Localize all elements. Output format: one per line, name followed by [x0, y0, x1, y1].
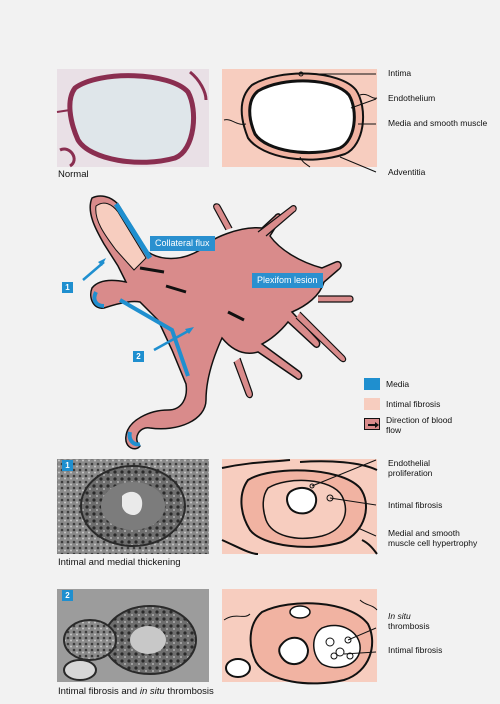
label-endothelium: Endothelium	[388, 94, 435, 104]
panel1-vessel-schematic	[222, 459, 377, 554]
badge-1: 1	[62, 282, 73, 293]
caption-panel2: Intimal fibrosis and in situ thrombosis	[58, 686, 214, 697]
label-media-smooth-muscle: Media and smooth muscle	[388, 119, 488, 129]
caption-panel2-a: Intimal fibrosis and	[58, 686, 140, 697]
label-medial-hypertrophy: Medial and smooth muscle cell hypertroph…	[388, 529, 483, 548]
legend-swatch-intimal-fibrosis	[364, 398, 380, 410]
caption-normal: Normal	[58, 169, 89, 180]
badge-2: 2	[133, 351, 144, 362]
label-endothelial-proliferation: Endothelial proliferation	[388, 459, 458, 478]
legend-intimal-fibrosis: Intimal fibrosis	[386, 400, 440, 410]
panel1-badge: 1	[62, 460, 73, 471]
panel2-vessel-schematic	[222, 589, 377, 683]
legend-media: Media	[386, 380, 409, 390]
flow-arrow-icon	[365, 419, 381, 431]
panel2-badge: 2	[62, 590, 73, 601]
label-collateral-flux: Collateral flux	[150, 236, 215, 251]
caption-panel2-c: thrombosis	[165, 686, 214, 697]
legend-swatch-flow	[364, 418, 380, 430]
label-panel2-intimal-fibrosis: Intimal fibrosis	[388, 646, 442, 656]
legend-swatch-media	[364, 378, 380, 390]
normal-histology-image	[57, 69, 209, 167]
panel2-histology-image	[57, 589, 209, 682]
legend-direction: Direction of blood flow	[386, 416, 456, 435]
panel1-histology-image	[57, 459, 209, 554]
plexiform-lesion-diagram	[83, 196, 353, 449]
label-intima: Intima	[388, 69, 411, 79]
caption-panel2-italic: in situ	[140, 686, 165, 697]
normal-vessel-schematic	[222, 69, 377, 172]
caption-panel1: Intimal and medial thickening	[58, 557, 181, 568]
label-adventitia: Adventitia	[388, 168, 425, 178]
label-plexiform-lesion: Plexifom lesion	[252, 273, 323, 288]
label-thrombosis: thrombosis	[388, 622, 430, 632]
label-panel1-intimal-fibrosis: Intimal fibrosis	[388, 501, 442, 511]
